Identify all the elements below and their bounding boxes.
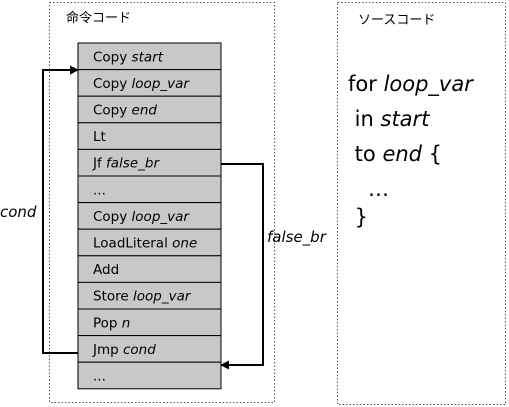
source-panel: [337, 2, 506, 405]
instruction-text: LoadLiteral one: [93, 236, 197, 252]
source-line: …: [348, 177, 389, 201]
instruction-panel: [49, 2, 275, 403]
instruction-cell: [77, 69, 222, 97]
instruction-cell: [77, 255, 222, 283]
instruction-cell: [77, 228, 222, 257]
cond-arrow: [42, 65, 79, 354]
instruction-text: ...: [93, 369, 106, 385]
instruction-panel-title: 命令コード: [66, 10, 131, 26]
instruction-text: Copy end: [93, 103, 157, 119]
instruction-text: Copy loop_var: [93, 76, 190, 92]
cond-label: cond: [0, 203, 37, 221]
instruction-cell: [77, 335, 222, 363]
instruction-cell: [77, 202, 222, 230]
source-line: for loop_var: [348, 72, 474, 97]
false-br-arrow: [220, 163, 264, 370]
instruction-text: ...: [93, 182, 106, 198]
source-line: }: [348, 205, 368, 229]
source-line: in start: [348, 107, 430, 131]
instruction-cell: [77, 308, 222, 337]
instruction-text: Lt: [93, 129, 106, 145]
instruction-text: Jmp cond: [92, 342, 156, 358]
source-code: for loop_var in start to end { … }: [348, 72, 474, 229]
instruction-text: Jf false_br: [92, 156, 160, 172]
source-line: to end {: [348, 142, 442, 166]
instruction-text: Pop n: [93, 315, 130, 331]
instruction-text: Store loop_var: [93, 289, 192, 305]
instruction-text: Copy start: [93, 49, 164, 65]
instruction-cell: [77, 122, 222, 150]
false-br-label: false_br: [267, 228, 327, 247]
instruction-cell: [77, 148, 222, 177]
instruction-text: Copy loop_var: [93, 209, 190, 225]
instruction-text: Add: [93, 262, 119, 278]
source-panel-title: ソースコード: [358, 13, 435, 28]
instruction-cell: [77, 361, 222, 390]
instruction-cell: [77, 175, 222, 204]
instruction-cell: [77, 281, 222, 310]
